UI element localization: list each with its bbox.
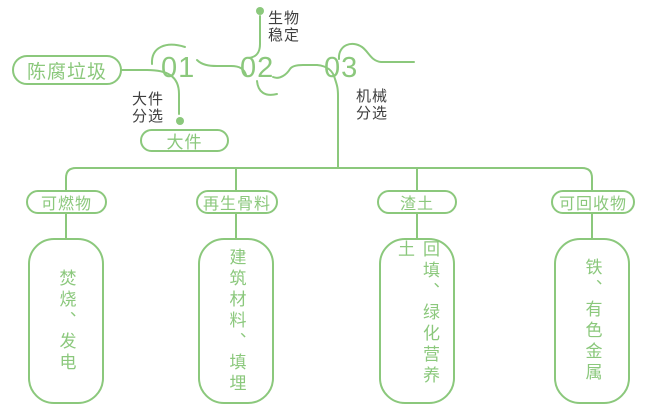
node-source: 陈腐垃圾 (12, 55, 122, 85)
node-combustible: 可燃物 (26, 190, 107, 214)
stage-01-process-line2: 分选 (132, 108, 165, 125)
line-source-to-bulky-branch (121, 69, 180, 115)
stage-03-process-line2: 分选 (356, 105, 389, 122)
stage-number-03: 03 (324, 52, 359, 84)
arc-over-stage-03-tail (337, 42, 415, 63)
box-recyclable-disposal: 铁、有色金属 (554, 238, 630, 404)
stage-02-process-label: 生物 稳定 (268, 10, 300, 44)
stage-02-process-line1: 生物 (268, 10, 301, 27)
box-slag-disposal: 回填、绿化营养土 (379, 238, 455, 404)
arc-under-stage-02 (256, 80, 278, 96)
stage-number-01: 01 (161, 52, 196, 84)
line-stage-02-to-03 (272, 64, 318, 79)
node-bulky-item: 大件 (140, 129, 229, 152)
distribution-bar (65, 167, 593, 191)
slag-disposal-text: 回填、绿化营养土 (395, 240, 439, 387)
stage-01-process-line1: 大件 (132, 91, 165, 108)
combustible-disposal-text: 焚烧、发电 (56, 268, 76, 374)
line-stage-01-to-02 (196, 59, 247, 76)
line-bio-branch (248, 15, 261, 59)
stage-03-process-label: 机械 分选 (356, 88, 388, 122)
box-combustible-disposal: 焚烧、发电 (28, 238, 104, 404)
bio-branch-dot (256, 7, 264, 15)
node-recycled-aggregate: 再生骨料 (196, 190, 278, 214)
line-stage-03-down (316, 64, 339, 169)
node-recyclable: 可回收物 (551, 190, 635, 214)
box-aggregate-disposal: 建筑材料、填埋 (198, 238, 274, 404)
stage-01-process-label: 大件 分选 (132, 91, 164, 125)
stage-03-process-line1: 机械 (356, 88, 389, 105)
bulky-branch-dot (176, 117, 184, 125)
arc-over-stage-01 (150, 43, 186, 65)
recyclable-disposal-text: 铁、有色金属 (582, 258, 602, 384)
stage-number-02: 02 (240, 52, 275, 84)
aggregate-disposal-text: 建筑材料、填埋 (226, 247, 246, 395)
node-slag-soil: 渣土 (377, 190, 457, 214)
stage-02-process-line2: 稳定 (268, 27, 301, 44)
